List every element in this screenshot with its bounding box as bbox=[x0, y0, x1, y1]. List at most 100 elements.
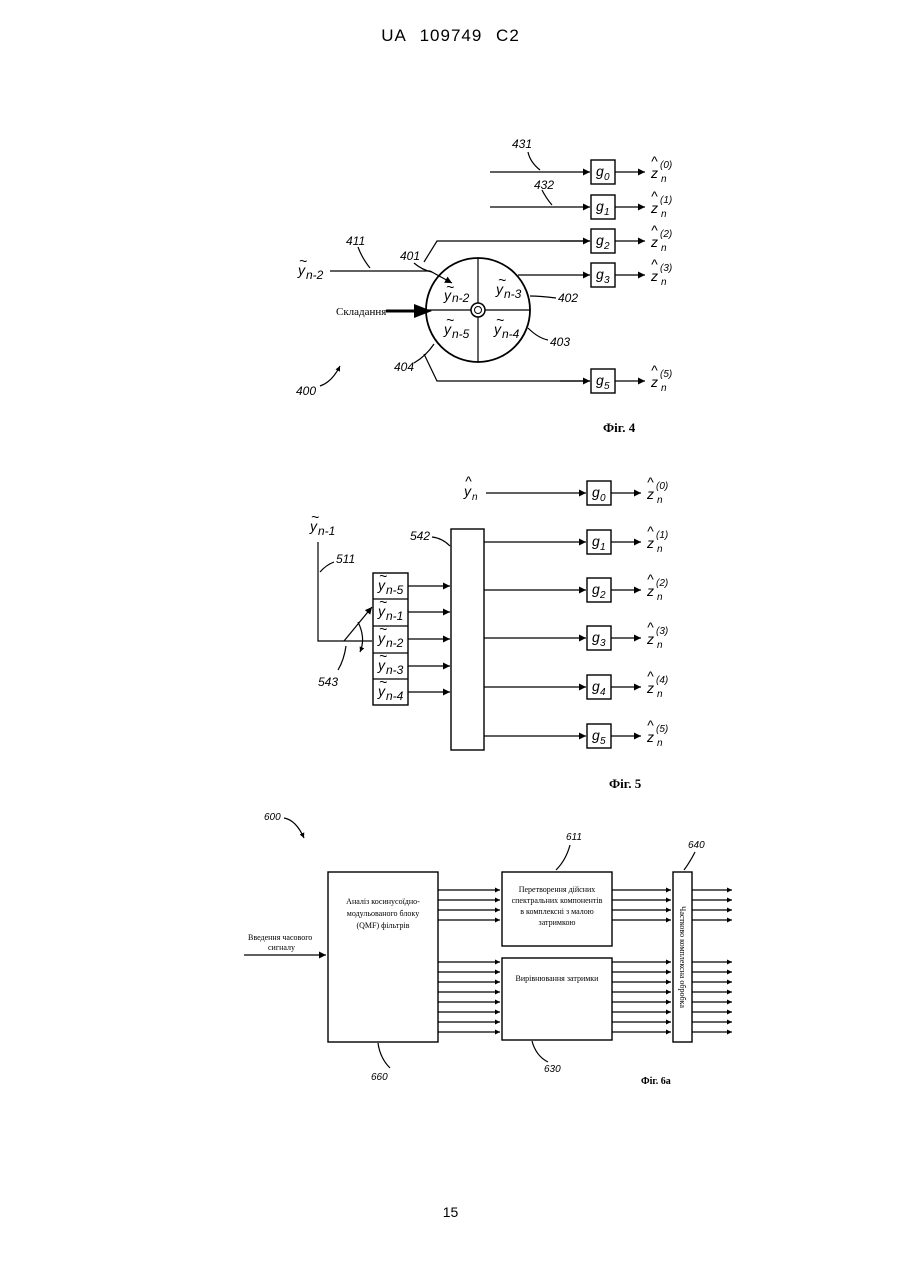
ref-600: 600 bbox=[264, 812, 281, 823]
svg-text:z: z bbox=[646, 729, 654, 745]
fig4-input-var: n-2 bbox=[306, 268, 324, 282]
svg-text:(QMF) фільтрів: (QMF) фільтрів bbox=[356, 921, 409, 930]
svg-text:g: g bbox=[596, 198, 604, 214]
svg-text:5: 5 bbox=[604, 381, 610, 392]
figure-5: ^ y n 542 g 0 ^ z n (0) g 1 ^ bbox=[309, 473, 668, 791]
ref-402: 402 bbox=[558, 291, 578, 305]
register-stack: ~y n-5 ~y n-1 ~y n-2 ~y n-3 ~y n-4 bbox=[373, 568, 408, 705]
svg-text:n: n bbox=[661, 243, 667, 254]
ref-404: 404 bbox=[394, 360, 414, 374]
svg-text:(0): (0) bbox=[660, 160, 672, 171]
fig5-filter-g5: g 5 ^ z n (5) bbox=[587, 717, 668, 749]
svg-text:y: y bbox=[377, 657, 386, 673]
delay-box-630 bbox=[502, 958, 612, 1040]
svg-text:n-1: n-1 bbox=[386, 609, 403, 623]
svg-text:n: n bbox=[661, 277, 667, 288]
svg-text:y: y bbox=[443, 287, 452, 303]
svg-text:(4): (4) bbox=[656, 675, 668, 686]
svg-text:n-5: n-5 bbox=[386, 583, 404, 597]
svg-text:5: 5 bbox=[600, 736, 606, 747]
svg-text:y: y bbox=[309, 518, 318, 534]
svg-text:z: z bbox=[646, 583, 654, 599]
svg-text:y: y bbox=[377, 603, 386, 619]
svg-text:y: y bbox=[443, 321, 452, 337]
fig5-filter-g3: g 3 ^ z n (3) bbox=[587, 619, 668, 651]
svg-text:g: g bbox=[596, 266, 604, 282]
svg-text:n: n bbox=[657, 495, 663, 506]
ref-431: 431 bbox=[512, 137, 532, 151]
svg-text:3: 3 bbox=[600, 638, 606, 649]
svg-text:(2): (2) bbox=[660, 229, 672, 240]
svg-text:g: g bbox=[592, 629, 600, 645]
svg-text:(3): (3) bbox=[660, 263, 672, 274]
svg-text:1: 1 bbox=[604, 207, 610, 218]
svg-text:модульованого блоку: модульованого блоку bbox=[347, 909, 419, 918]
ref-401: 401 bbox=[400, 249, 420, 263]
svg-text:(1): (1) bbox=[660, 195, 672, 206]
svg-text:g: g bbox=[596, 163, 604, 179]
ref-411: 411 bbox=[346, 234, 365, 248]
ref-660: 660 bbox=[371, 1072, 388, 1083]
svg-text:y: y bbox=[377, 630, 386, 646]
svg-text:y: y bbox=[297, 262, 306, 278]
sector-tl: n-2 bbox=[452, 291, 470, 305]
leader-431 bbox=[528, 152, 540, 170]
svg-text:2: 2 bbox=[599, 590, 606, 601]
svg-text:затримкою: затримкою bbox=[539, 918, 576, 927]
svg-text:z: z bbox=[650, 200, 658, 216]
fig5-filter-g2: g 2 ^ z n (2) bbox=[587, 571, 668, 603]
fig5-input-top: n bbox=[472, 492, 478, 503]
svg-text:n: n bbox=[657, 689, 663, 700]
svg-text:z: z bbox=[646, 680, 654, 696]
ref-400: 400 bbox=[296, 384, 316, 398]
svg-text:3: 3 bbox=[604, 275, 610, 286]
fig4-filter-g1: g 1 ^ z n (1) bbox=[591, 188, 672, 220]
ref-432: 432 bbox=[534, 178, 554, 192]
sector-br: n-4 bbox=[502, 327, 520, 341]
svg-text:1: 1 bbox=[600, 542, 606, 553]
svg-text:n: n bbox=[661, 174, 667, 185]
fig5-input-left: n-1 bbox=[318, 524, 335, 538]
svg-text:Вирівнювання затримки: Вирівнювання затримки bbox=[516, 974, 600, 983]
svg-text:n-4: n-4 bbox=[386, 689, 404, 703]
svg-text:2: 2 bbox=[603, 241, 610, 252]
line-g2 bbox=[424, 241, 590, 262]
svg-text:z: z bbox=[646, 535, 654, 551]
ref-543: 543 bbox=[318, 675, 338, 689]
svg-text:g: g bbox=[596, 372, 604, 388]
svg-text:z: z bbox=[650, 374, 658, 390]
fig4-filter-g0: g 0 ^ z n (0) bbox=[591, 153, 672, 185]
svg-text:g: g bbox=[592, 581, 600, 597]
fig5-caption: Фіг. 5 bbox=[609, 776, 642, 791]
svg-text:(0): (0) bbox=[656, 481, 668, 492]
ref-611: 611 bbox=[566, 832, 582, 843]
line-g5 bbox=[424, 354, 590, 381]
figure-4: 431 432 ~ y n-2 ~ y n-3 ~ y n-5 ~ y n-4 … bbox=[296, 137, 672, 435]
page-number: 15 bbox=[0, 1204, 901, 1220]
sector-bl: n-5 bbox=[452, 327, 470, 341]
svg-text:n: n bbox=[657, 544, 663, 555]
svg-text:(5): (5) bbox=[660, 369, 672, 380]
fig6a-input-label-1: Введення часового bbox=[248, 933, 312, 942]
svg-text:n-3: n-3 bbox=[386, 663, 404, 677]
svg-text:g: g bbox=[592, 533, 600, 549]
ref-630: 630 bbox=[544, 1064, 561, 1075]
svg-text:4: 4 bbox=[600, 687, 606, 698]
fig6a-caption: Фіг. 6а bbox=[641, 1076, 671, 1087]
svg-text:в комплексні з малою: в комплексні з малою bbox=[520, 907, 594, 916]
svg-text:y: y bbox=[463, 483, 472, 499]
svg-text:z: z bbox=[646, 486, 654, 502]
svg-text:n: n bbox=[661, 383, 667, 394]
svg-text:Аналіз косинусоїдно-: Аналіз косинусоїдно- bbox=[346, 897, 420, 906]
svg-text:n: n bbox=[657, 592, 663, 603]
svg-text:n: n bbox=[661, 209, 667, 220]
fig4-input-label: Складання bbox=[336, 306, 386, 318]
ref-542: 542 bbox=[410, 529, 430, 543]
svg-text:n-2: n-2 bbox=[386, 636, 404, 650]
svg-text:g: g bbox=[592, 727, 600, 743]
svg-text:y: y bbox=[377, 683, 386, 699]
svg-text:n: n bbox=[657, 640, 663, 651]
fig4-caption: Фіг. 4 bbox=[603, 420, 636, 435]
svg-text:(3): (3) bbox=[656, 626, 668, 637]
